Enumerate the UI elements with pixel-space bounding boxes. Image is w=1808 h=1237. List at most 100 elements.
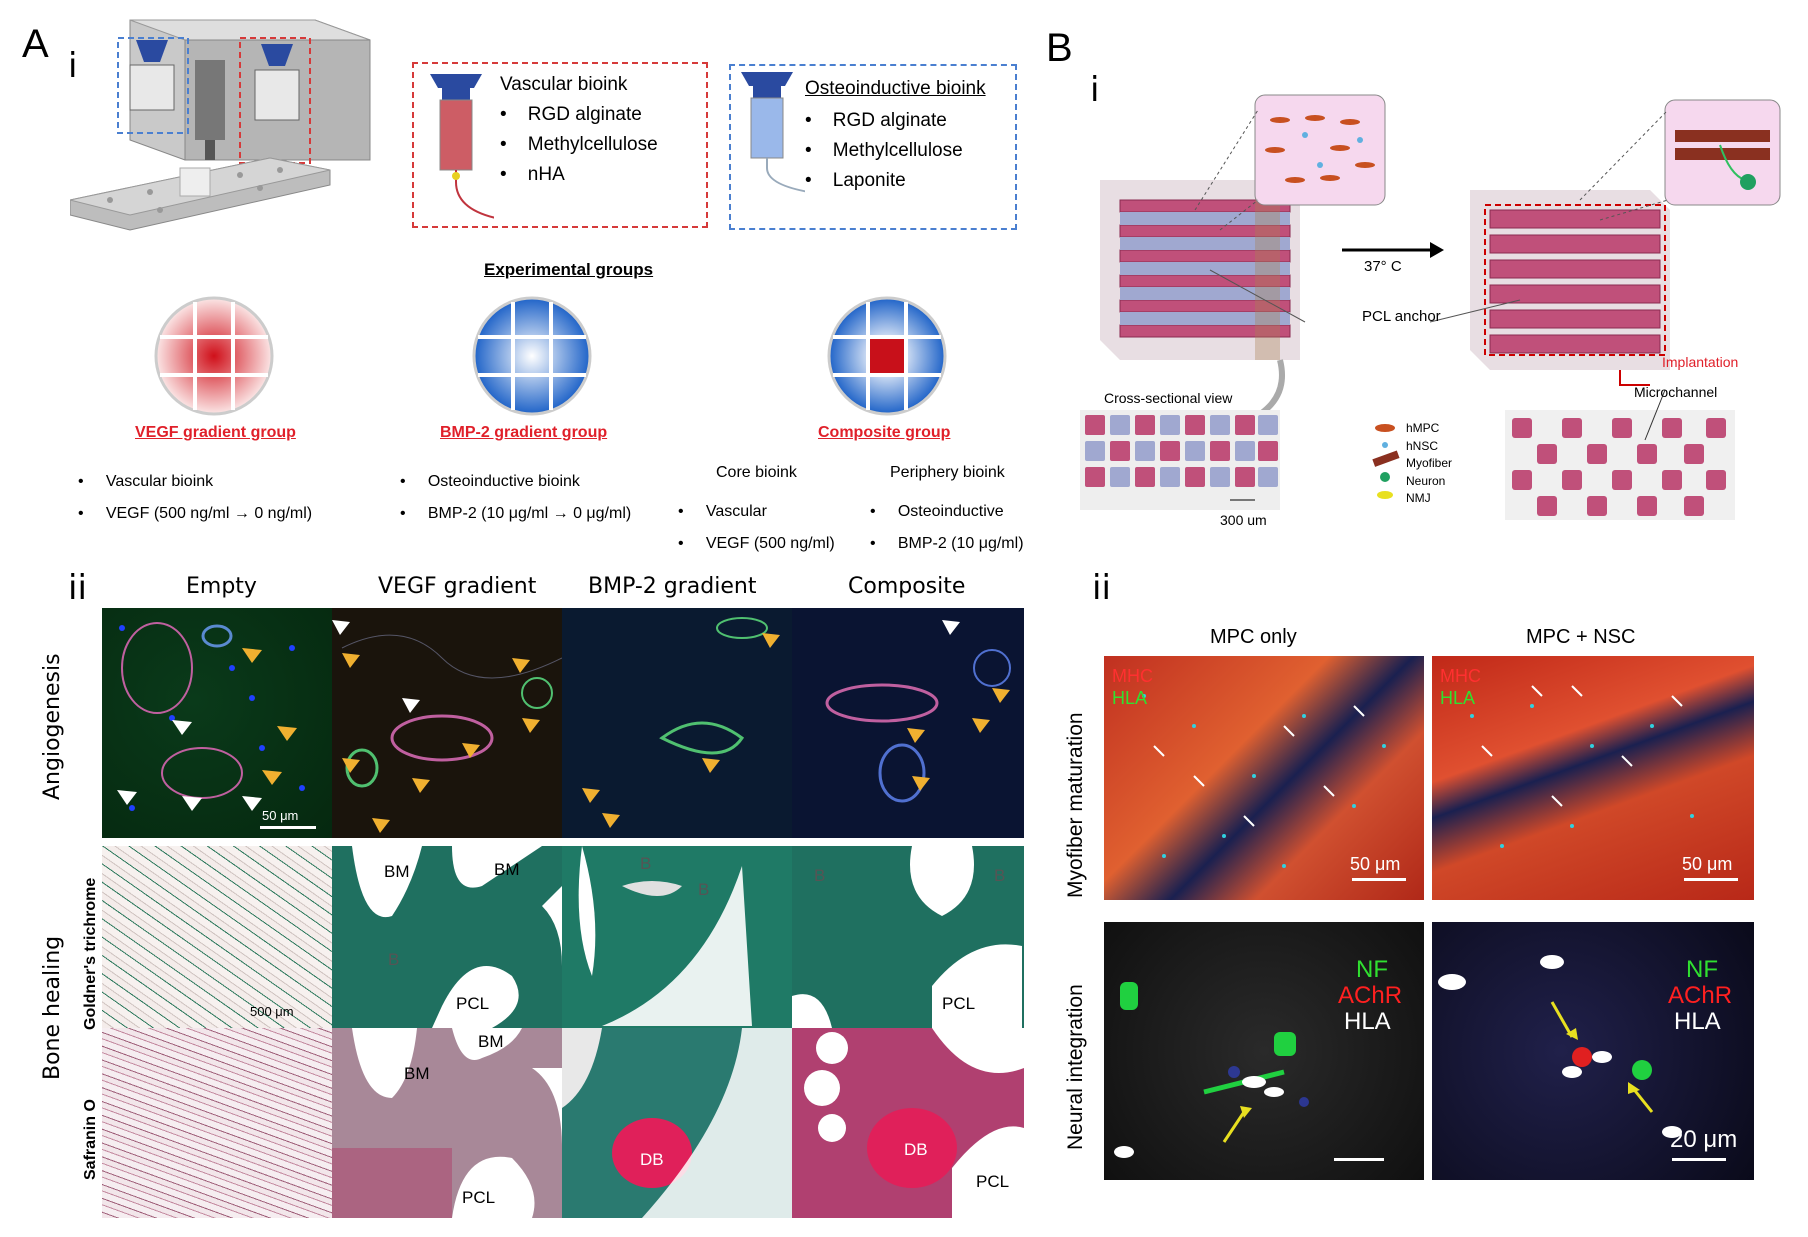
label-nf-2: NF xyxy=(1686,956,1718,983)
bmp2-gradient-scaffold-icon xyxy=(472,296,592,416)
vegf-group-title: VEGF gradient group xyxy=(135,424,296,441)
bmp2-group-title: BMP-2 gradient group xyxy=(440,424,608,441)
row-myofiber-label: Myofiber maturation xyxy=(1064,712,1087,898)
label-mhc-2: MHC xyxy=(1440,666,1481,686)
osteo-item-3: • Laponite xyxy=(805,170,906,191)
scale-50um-1: 50 μm xyxy=(1350,854,1401,874)
legend-neuron: Neuron xyxy=(1406,473,1446,488)
panel-a-ii-label: ii xyxy=(68,568,87,608)
row-safranin-label: Safranin O xyxy=(82,1099,99,1180)
syringe-blue-icon xyxy=(741,72,805,193)
composite-scaffold-icon xyxy=(827,296,947,416)
micro-angio-vegf xyxy=(332,608,562,838)
osteo-bioink-title: Osteoinductive bioink xyxy=(805,78,986,99)
label-pcl-1: PCL xyxy=(456,994,490,1013)
label-bm-1: BM xyxy=(384,862,410,881)
label-pcl-4: PCL xyxy=(976,1172,1010,1191)
label-hla-1: HLA xyxy=(1112,688,1148,708)
core-bullet-1: • Vascular xyxy=(678,503,767,520)
vascular-item-3: • nHA xyxy=(500,164,565,185)
col-vegf-gradient: VEGF gradient xyxy=(378,574,537,599)
core-bullet-2: • VEGF (500 ng/ml) xyxy=(678,535,835,552)
label-db-1: DB xyxy=(640,1150,664,1169)
microchannel-label: Microchannel xyxy=(1634,384,1718,400)
temperature-label: 37° C xyxy=(1364,258,1402,275)
label-bm-4: BM xyxy=(404,1064,430,1083)
col-mpc-nsc: MPC + NSC xyxy=(1526,626,1636,648)
experimental-groups-title: Experimental groups xyxy=(484,260,654,279)
micro-angio-empty: 50 μm xyxy=(102,608,332,838)
label-pcl-2: PCL xyxy=(942,994,976,1013)
legend-nmj: NMJ xyxy=(1406,491,1431,505)
label-hla-2: HLA xyxy=(1440,688,1476,708)
label-b-5: B xyxy=(994,866,1006,885)
osteo-item-1: • RGD alginate xyxy=(805,110,947,131)
pcl-anchor-label: PCL anchor xyxy=(1362,308,1441,325)
micro-goldner-empty: 500 μm xyxy=(102,846,332,1028)
syringe-red-icon xyxy=(430,74,494,219)
panel-b-label: B xyxy=(1046,26,1073,70)
legend-hmpc: hMPC xyxy=(1406,421,1440,435)
panel-a-label: A xyxy=(22,22,49,66)
panel-a-i-label: i xyxy=(68,46,78,86)
vegf-gradient-scaffold-icon xyxy=(154,296,274,416)
scale-bar-500um: 500 μm xyxy=(250,1004,294,1019)
label-nf-1: NF xyxy=(1356,956,1388,983)
row-neural-label: Neural integration xyxy=(1064,984,1087,1150)
legend-myofiber: Myofiber xyxy=(1406,456,1453,470)
label-hla-3: HLA xyxy=(1344,1008,1391,1035)
label-b-1: B xyxy=(388,950,400,969)
label-hla-4: HLA xyxy=(1674,1008,1721,1035)
vegf-bullet-1: • Vascular bioink xyxy=(78,473,214,490)
composite-group-title: Composite group xyxy=(818,424,951,441)
label-bm-3: BM xyxy=(478,1032,504,1051)
label-b-4: B xyxy=(814,866,826,885)
label-bm-2: BM xyxy=(494,860,520,879)
bioprinter-illustration xyxy=(70,19,371,231)
label-db-2: DB xyxy=(904,1140,928,1159)
label-achr-1: AChR xyxy=(1338,982,1403,1009)
label-b-3: B xyxy=(698,880,710,899)
label-b-2: B xyxy=(640,854,652,873)
label-pcl-3: PCL xyxy=(462,1188,496,1207)
vegf-bullet-2: • VEGF (500 ng/ml → 0 ng/ml) xyxy=(78,505,313,522)
size-label: 300 um xyxy=(1220,512,1267,528)
panel-b-i-label: i xyxy=(1090,70,1100,110)
row-angiogenesis-label: Angiogenesis xyxy=(40,653,65,800)
row-bone-healing-label: Bone healing xyxy=(40,935,65,1080)
scale-bar-50um: 50 μm xyxy=(262,808,299,823)
vascular-bioink-box: Vascular bioink • RGD alginate • Methylc… xyxy=(412,62,708,228)
muscle-construct-schematic xyxy=(1080,94,1781,520)
micro-goldner-bmp2: B B xyxy=(562,846,792,1028)
micro-goldner-vegf: BM BM PCL B xyxy=(332,846,562,1028)
legend-hnsc: hNSC xyxy=(1406,438,1439,453)
osteo-item-2: • Methylcellulose xyxy=(805,140,963,161)
micro-safranin-empty xyxy=(102,1028,332,1218)
micro-safranin-bmp2: DB xyxy=(562,1028,792,1218)
periphery-bioink-title: Periphery bioink xyxy=(890,464,1005,481)
col-bmp2-gradient: BMP-2 gradient xyxy=(588,574,757,599)
col-composite: Composite xyxy=(848,574,966,599)
scale-20um: 20 μm xyxy=(1670,1126,1738,1153)
cross-section-label: Cross-sectional view xyxy=(1104,390,1233,406)
micro-safranin-vegf: BM BM PCL xyxy=(332,1028,562,1218)
vascular-bioink-title: Vascular bioink xyxy=(500,74,628,95)
periphery-bullet-1: • Osteoinductive xyxy=(870,503,1004,520)
bmp2-bullet-2: • BMP-2 (10 μg/ml → 0 μg/ml) xyxy=(400,505,632,522)
micro-goldner-composite: B B PCL xyxy=(792,846,1024,1028)
core-bioink-title: Core bioink xyxy=(716,464,797,481)
vascular-item-1: • RGD alginate xyxy=(500,104,642,125)
implantation-label: Implantation xyxy=(1662,354,1739,370)
micro-neural-mpc: NF AChR HLA xyxy=(1104,922,1424,1180)
micro-myofiber-mpc-nsc: MHC HLA 50 μm xyxy=(1432,656,1754,900)
micro-myofiber-mpc: MHC HLA 50 μm xyxy=(1104,656,1424,900)
col-empty: Empty xyxy=(186,574,257,599)
periphery-bullet-2: • BMP-2 (10 μg/ml) xyxy=(870,535,1024,552)
micro-safranin-composite: DB PCL xyxy=(792,1028,1024,1218)
vascular-item-2: • Methylcellulose xyxy=(500,134,658,155)
row-goldner-label: Goldner's trichrome xyxy=(82,877,99,1030)
micro-angio-composite xyxy=(792,608,1024,838)
panel-b-ii-label: ii xyxy=(1092,568,1111,608)
micro-angio-bmp2 xyxy=(562,608,792,838)
micro-neural-mpc-nsc: NF AChR HLA 20 μm xyxy=(1432,922,1754,1180)
